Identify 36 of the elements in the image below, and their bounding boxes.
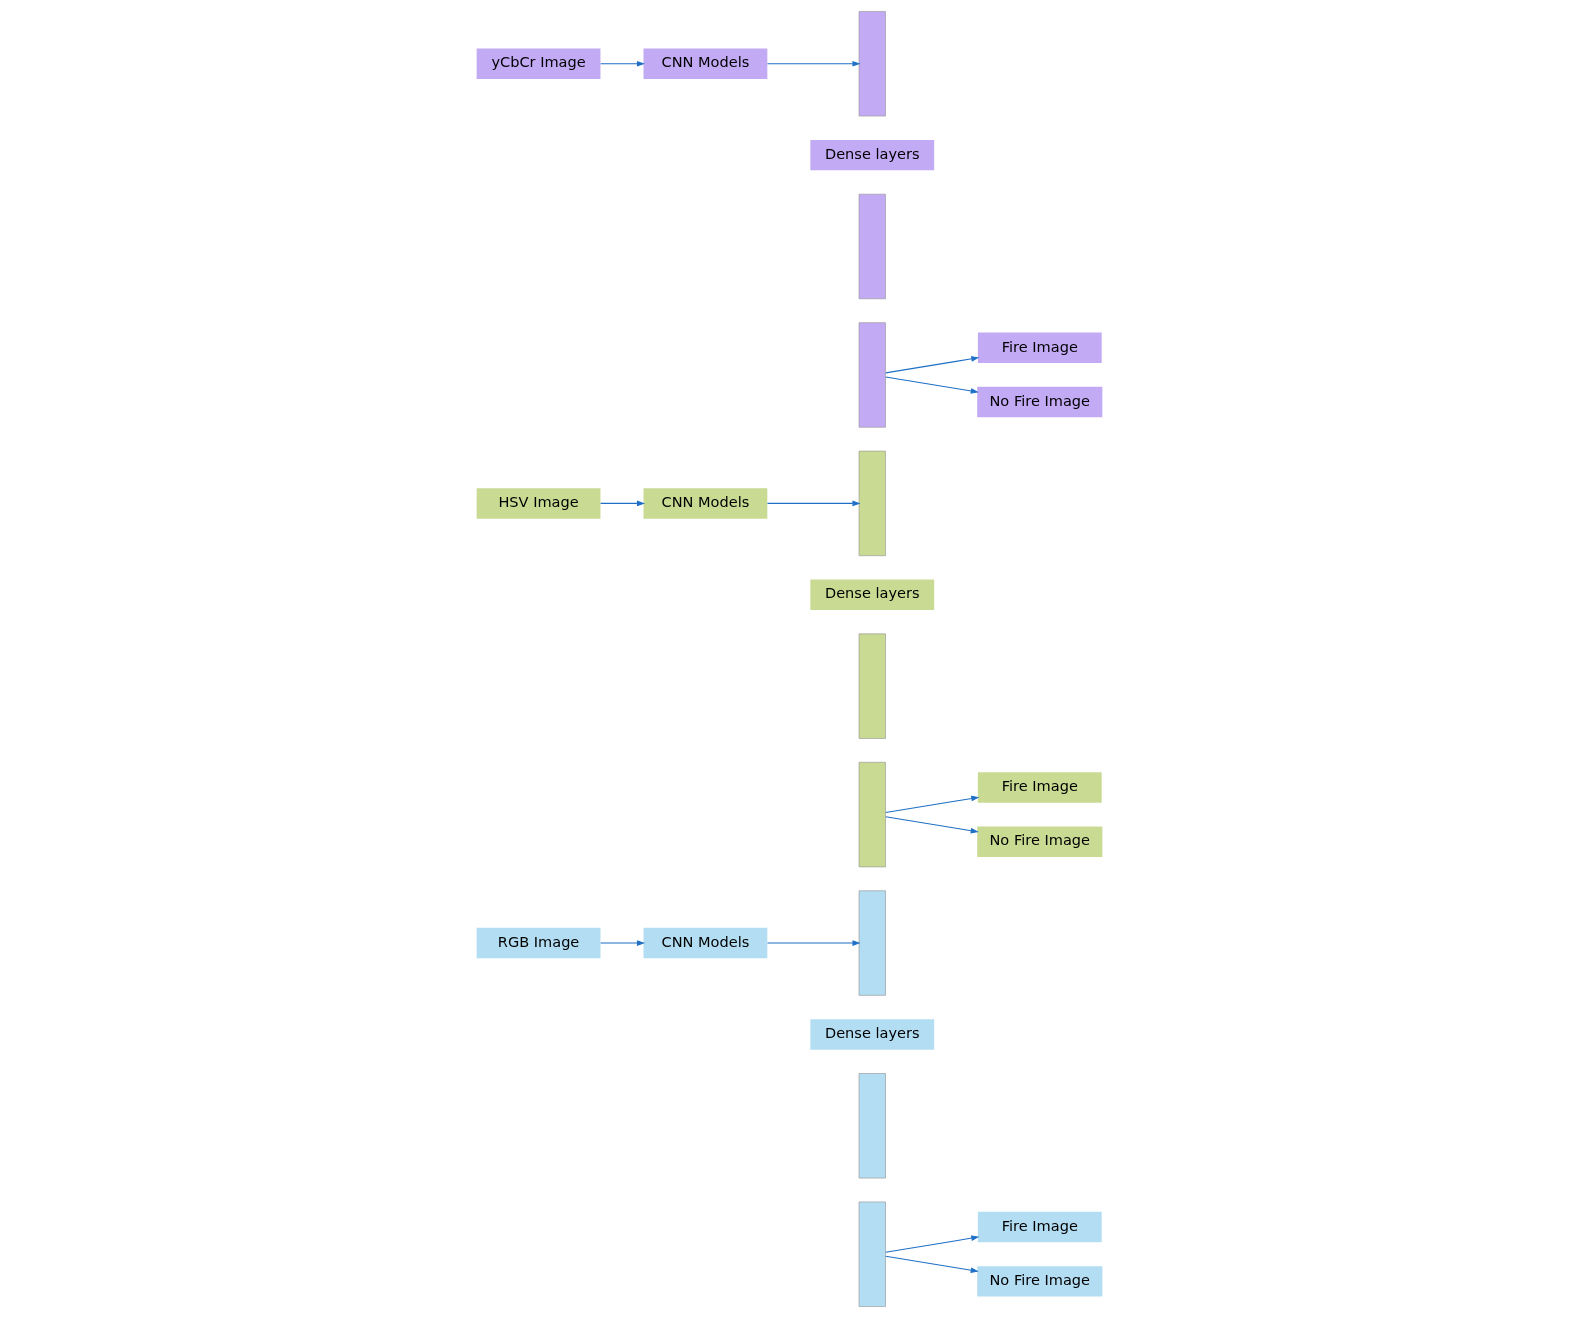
- node-box: yCbCr Image: [476, 48, 600, 79]
- node-bar: [858, 193, 886, 300]
- node-bar: [858, 633, 886, 739]
- node-box: Dense layers: [809, 1019, 934, 1050]
- node-box: Dense layers: [809, 579, 934, 610]
- arrow: [766, 60, 861, 67]
- arrow: [599, 60, 645, 67]
- node-box: No Fire Image: [976, 826, 1102, 857]
- node-bar: [858, 890, 886, 996]
- arrow: [884, 795, 979, 814]
- node-box: Fire Image: [977, 1211, 1102, 1243]
- node-box: Dense layers: [809, 139, 934, 171]
- node-bar: [858, 11, 886, 117]
- node-bar: [858, 450, 886, 557]
- node-box: No Fire Image: [976, 1266, 1102, 1297]
- node-box: CNN Models: [643, 927, 767, 959]
- node-box: Fire Image: [977, 772, 1102, 803]
- arrow: [766, 940, 861, 946]
- arrow: [884, 1255, 979, 1274]
- arrow: [884, 816, 979, 834]
- node-box: CNN Models: [643, 488, 767, 519]
- arrow: [884, 376, 979, 394]
- arrow: [884, 1235, 979, 1253]
- node-box: CNN Models: [643, 48, 767, 79]
- node-box: No Fire Image: [976, 386, 1102, 418]
- node-box: HSV Image: [476, 488, 600, 519]
- node-box: Fire Image: [977, 332, 1102, 364]
- node-bar: [858, 322, 886, 428]
- node-box: RGB Image: [476, 927, 600, 959]
- arrow: [766, 500, 861, 507]
- arrow: [599, 500, 645, 507]
- arrow: [599, 940, 645, 946]
- node-bar: [858, 761, 886, 868]
- arrow: [884, 356, 979, 374]
- node-bar: [858, 1201, 886, 1307]
- node-bar: [858, 1073, 886, 1179]
